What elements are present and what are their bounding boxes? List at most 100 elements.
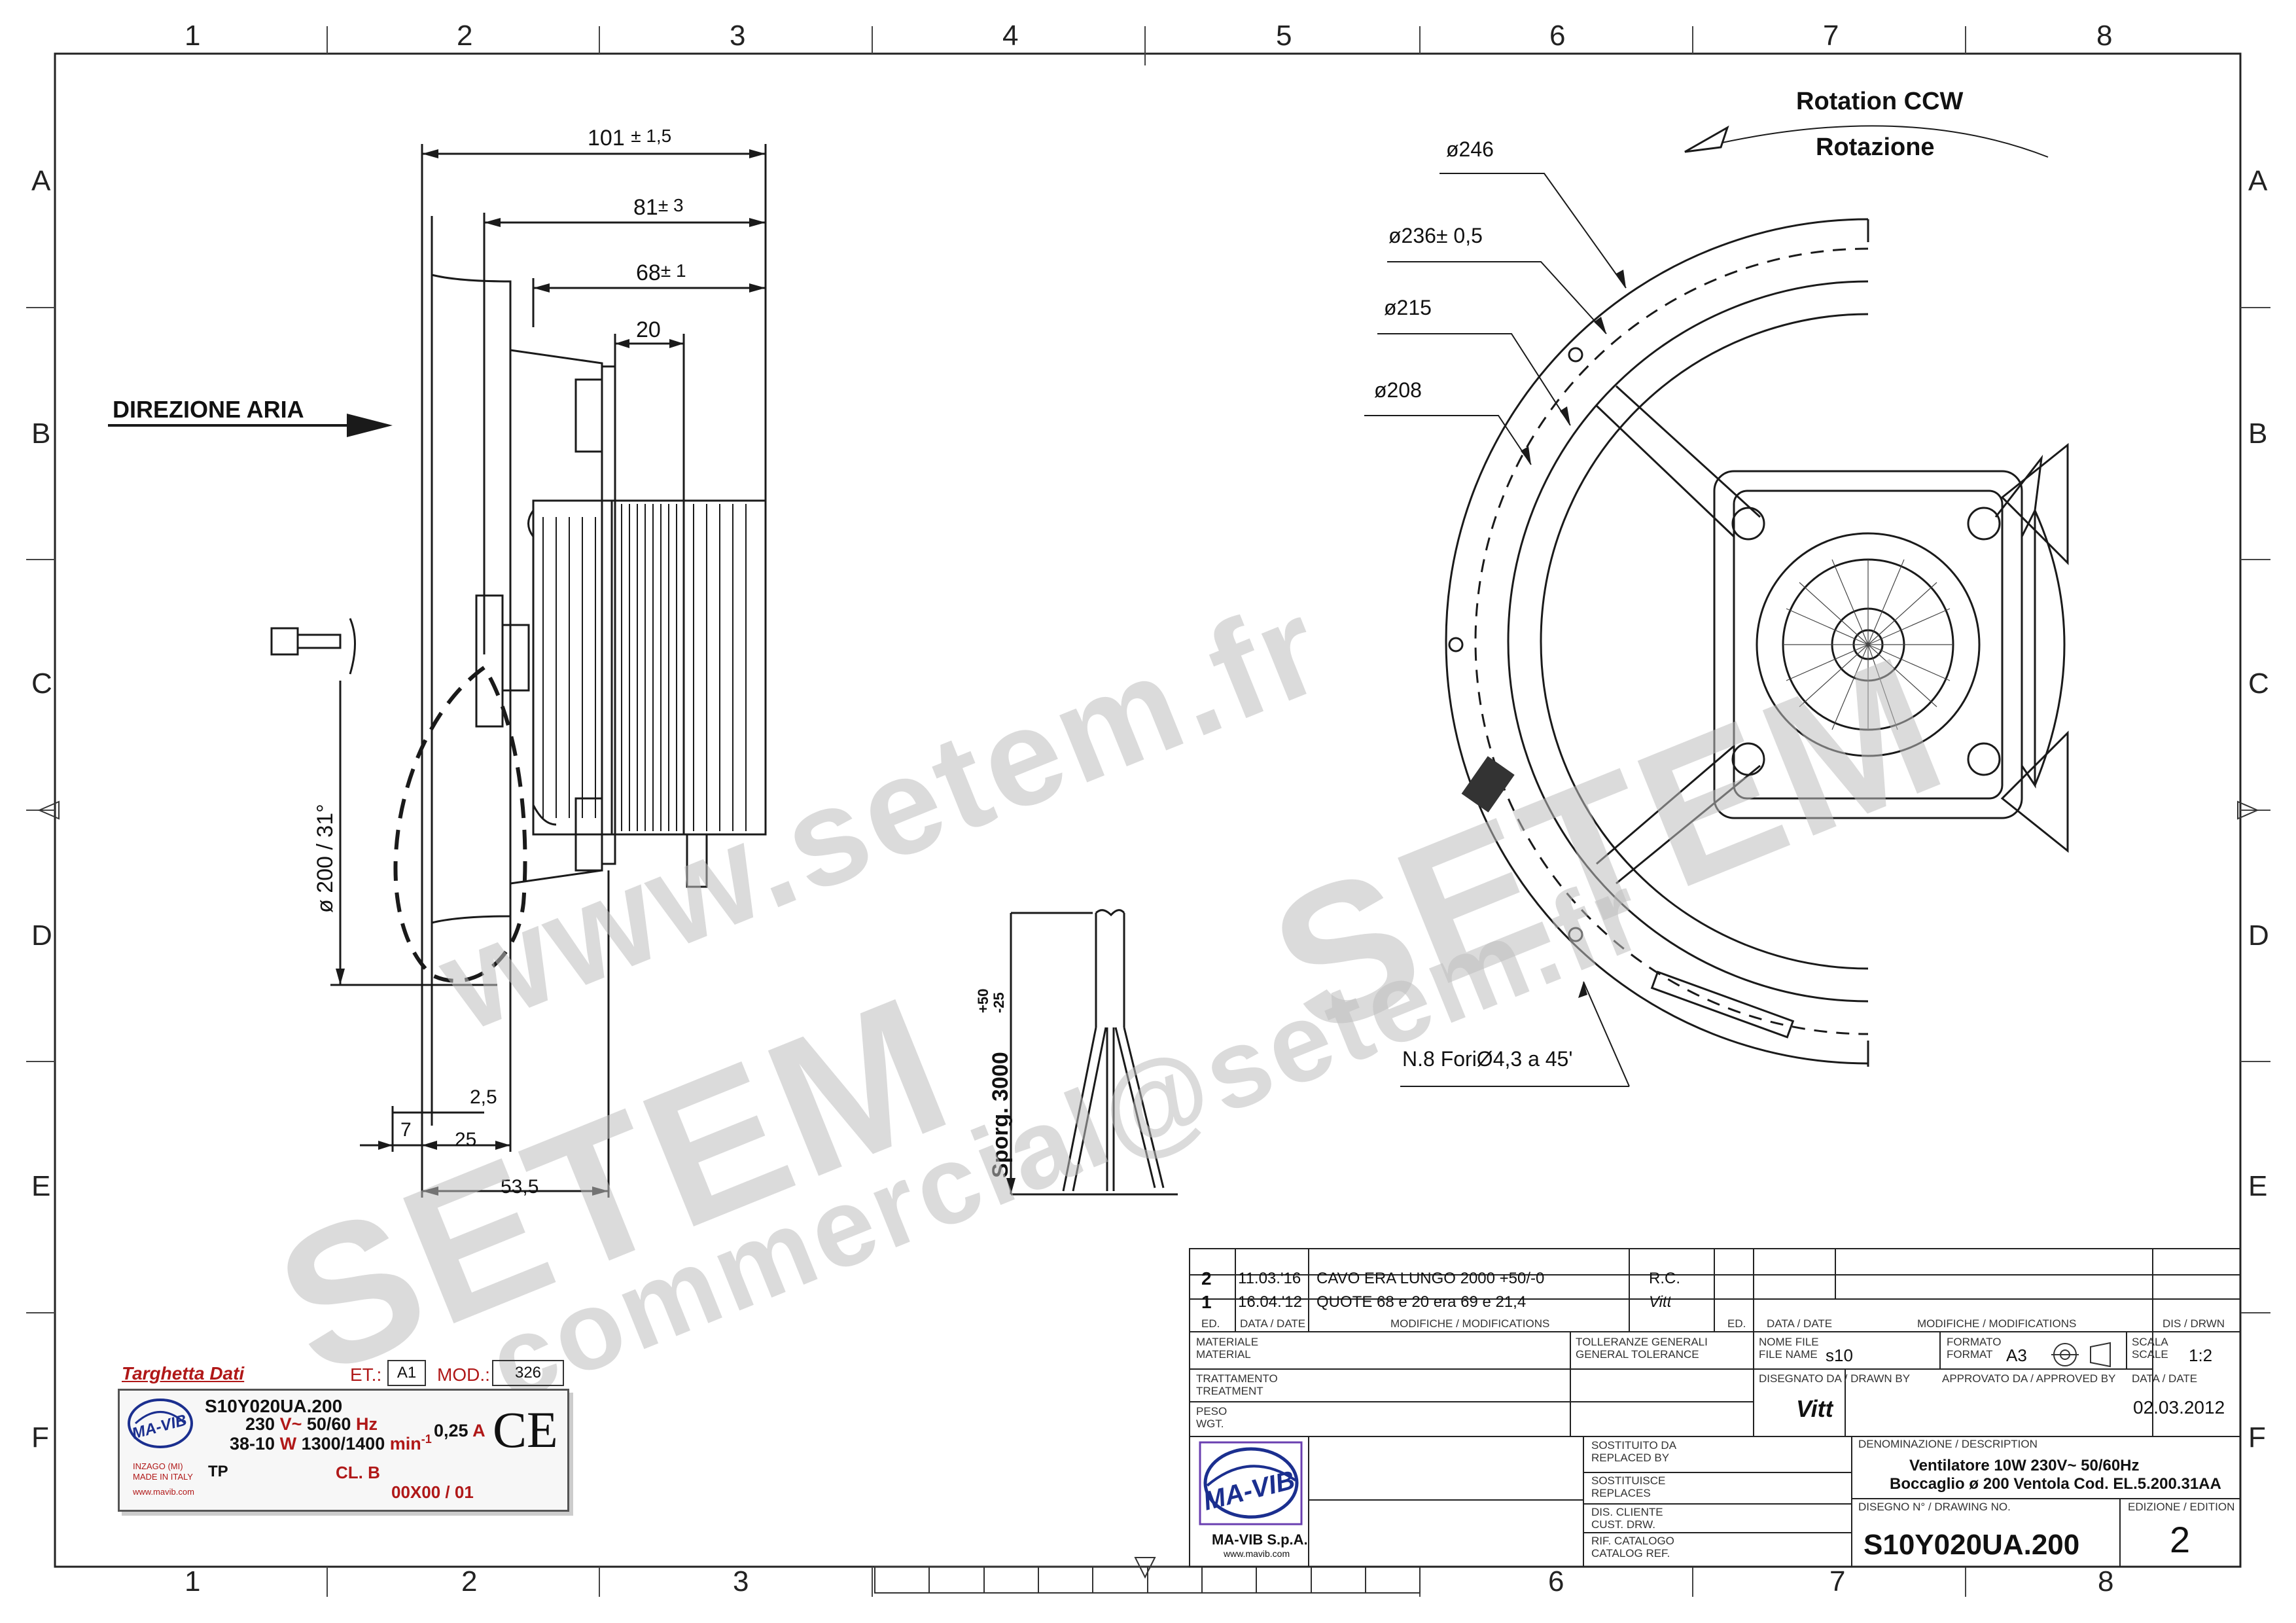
grid-row-c-right: C: [2248, 668, 2269, 700]
nameplate-voltage: 230: [245, 1414, 275, 1434]
grid-row-f: F: [31, 1421, 49, 1454]
nameplate-current: 0,25: [434, 1421, 468, 1440]
diameter-246: ø246: [1446, 137, 1494, 161]
nameplate-batch: 00X00 / 01: [391, 1482, 474, 1502]
grid-col-2: 2: [457, 20, 473, 52]
rev-header-modifications-2: MODIFICHE / MODIFICATIONS: [1917, 1318, 2077, 1330]
scale-value: 1:2: [2189, 1346, 2213, 1365]
dim-20: 20: [636, 317, 661, 342]
drawing-number-label: DISEGNO N° / DRAWING NO.: [1858, 1501, 2011, 1513]
nameplate-power-row: 38-10 W 1300/1400 min-1: [230, 1433, 432, 1454]
nameplate-et-value: A1: [387, 1360, 426, 1386]
nameplate-origin: INZAGO (MI) MADE IN ITALY www.mavib.com: [133, 1461, 194, 1497]
grid-row-d-right: D: [2248, 919, 2269, 952]
nameplate-rpm-exponent: -1: [421, 1433, 432, 1446]
grid-col-8: 8: [2096, 20, 2113, 52]
revision-1-ed: 1: [1201, 1292, 1212, 1312]
dim-overall-length: 101 ± 1,5: [588, 126, 671, 151]
description-line-2: Boccaglio ø 200 Ventola Cod. EL.5.200.31…: [1890, 1475, 2221, 1493]
grid-col-3: 3: [730, 20, 746, 52]
dim-overall-tolerance: ± 1,5: [631, 126, 672, 146]
revision-2-description: CAVO ERA LUNGO 2000 +50/-0: [1316, 1270, 1545, 1287]
nameplate-mod-value: 326: [492, 1360, 564, 1386]
nameplate-power: 38-10: [230, 1434, 275, 1454]
nameplate-voltage-unit: V~: [279, 1414, 302, 1434]
material-label: MATERIALE MATERIAL: [1196, 1336, 1259, 1361]
rev-header-date: DATA / DATE: [1240, 1318, 1306, 1330]
nameplate-current-row: 0,25 A: [434, 1421, 486, 1441]
rotation-label-it: Rotazione: [1816, 134, 1935, 161]
nameplate-frequency-unit: Hz: [355, 1414, 378, 1434]
nameplate-class: CL. B: [336, 1463, 380, 1482]
rev-header-ed: ED.: [1201, 1318, 1220, 1330]
nameplate-web: www.mavib.com: [133, 1486, 194, 1497]
format-label: FORMATO FORMAT: [1947, 1336, 2002, 1361]
tolerance-label: TOLLERANZE GENERALI GENERAL TOLERANCE: [1576, 1336, 1708, 1361]
grid-col-3-bottom: 3: [733, 1565, 749, 1597]
rev-header-modifications: MODIFICHE / MODIFICATIONS: [1390, 1318, 1550, 1330]
nameplate-rpm: 1300/1400: [301, 1434, 385, 1454]
dim-81-tolerance: ± 3: [658, 195, 684, 215]
description-line-1: Ventilatore 10W 230V~ 50/60Hz: [1909, 1457, 2140, 1474]
format-value: A3: [2006, 1346, 2027, 1365]
rotation-label-en: Rotation CCW: [1796, 88, 1964, 115]
dim-81-value: 81: [633, 195, 658, 220]
company-logo-icon: [1199, 1441, 1303, 1525]
grid-col-1-bottom: 1: [185, 1565, 201, 1597]
approved-by-label: APPROVATO DA / APPROVED BY: [1942, 1373, 2116, 1385]
dim-81: 81± 3: [633, 195, 684, 221]
grid-row-a-right: A: [2248, 165, 2268, 197]
grid-col-6: 6: [1549, 20, 1566, 52]
dim-2-5: 2,5: [470, 1086, 497, 1108]
revision-2-drawn-by: R.C.: [1649, 1270, 1680, 1287]
nameplate-frequency: 50/60: [306, 1414, 351, 1434]
diameter-236: ø236± 0,5: [1388, 224, 1483, 247]
nameplate-voltage-row: 230 V~ 50/60 Hz: [245, 1414, 378, 1435]
date-value: 02.03.2012: [2133, 1397, 2225, 1418]
grid-row-e-right: E: [2248, 1170, 2268, 1202]
grid-col-5: 5: [1276, 20, 1292, 52]
dim-68-value: 68: [636, 260, 661, 285]
dim-overall-value: 101: [588, 126, 625, 151]
company-name: MA-VIB S.p.A.: [1212, 1531, 1308, 1548]
replaced-by-label: SOSTITUITO DA REPLACED BY: [1591, 1440, 1677, 1464]
revision-1-date: 16.04.'12: [1238, 1293, 1303, 1311]
rev-header-date-2: DATA / DATE: [1767, 1318, 1833, 1330]
grid-col-4: 4: [1002, 20, 1019, 52]
rev-header-drawn-2: DIS / DRWN: [2163, 1318, 2225, 1330]
grid-col-2-bottom: 2: [461, 1565, 478, 1597]
filename-label: NOME FILE FILE NAME: [1759, 1336, 1819, 1361]
dim-7: 7: [400, 1119, 412, 1141]
diameter-215: ø215: [1384, 296, 1432, 319]
holes-note: N.8 ForiØ4,3 a 45': [1402, 1047, 1573, 1071]
ce-mark-icon: CE: [493, 1401, 558, 1458]
grid-row-e: E: [31, 1170, 51, 1202]
revision-2-date: 11.03.'16: [1238, 1270, 1301, 1287]
dim-68-tolerance: ± 1: [660, 260, 686, 281]
description-label: DENOMINAZIONE / DESCRIPTION: [1858, 1438, 2038, 1450]
dim-53-5: 53,5: [501, 1176, 539, 1198]
company-web: www.mavib.com: [1224, 1548, 1290, 1559]
grid-col-1: 1: [185, 20, 201, 52]
date-label: DATA / DATE: [2132, 1373, 2198, 1385]
grid-col-7: 7: [1823, 20, 1839, 52]
nameplate-model: S10Y020UA.200: [205, 1396, 343, 1416]
nameplate-origin-country: MADE IN ITALY: [133, 1472, 193, 1482]
nameplate-title: Targhetta Dati: [122, 1363, 245, 1383]
grid-row-f-right: F: [2248, 1421, 2266, 1454]
revision-1-drawn-by: Vitt: [1649, 1293, 1672, 1311]
nameplate-current-unit: A: [472, 1421, 486, 1440]
grid-row-d: D: [31, 919, 52, 952]
nameplate-rpm-unit: min: [389, 1434, 421, 1454]
revision-1-description: QUOTE 68 e 20 era 69 e 21,4: [1316, 1293, 1527, 1311]
nameplate-et-label: ET.:: [350, 1364, 382, 1385]
grid-row-b-right: B: [2248, 418, 2268, 450]
nameplate-logo-icon: [128, 1399, 193, 1448]
grid-row-b: B: [31, 418, 51, 450]
nameplate-mod-label: MOD.:: [437, 1364, 490, 1385]
customer-drawing-label: DIS. CLIENTE CUST. DRW.: [1591, 1507, 1663, 1531]
